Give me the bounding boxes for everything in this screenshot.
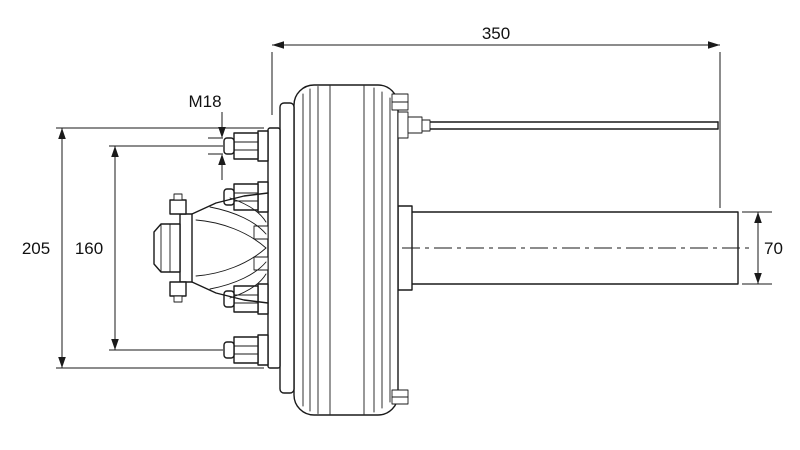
lug-nut-lower — [223, 283, 269, 315]
lug-nut-bottom — [223, 334, 269, 366]
dim-label-350: 350 — [482, 24, 510, 43]
hub-cap-ring — [179, 213, 193, 283]
hub-cap — [153, 223, 181, 273]
dimension-tube-size: 70 — [742, 211, 783, 285]
dim-label-m18: M18 — [188, 92, 221, 111]
dimension-bolt-circle: 160 — [75, 145, 223, 351]
dimension-flange-diameter: 205 — [22, 127, 264, 369]
axle-tube — [397, 205, 752, 291]
brake-rod — [429, 121, 719, 130]
rod-clevis — [397, 111, 409, 139]
hub-assembly — [153, 192, 269, 304]
dim-label-160: 160 — [75, 239, 103, 258]
backing-flange — [279, 102, 295, 394]
dim-label-70: 70 — [764, 239, 783, 258]
hub-bolt-top — [169, 199, 187, 215]
dimension-stud-thread: M18 — [188, 92, 226, 180]
hub-flange-disc — [253, 127, 281, 369]
brake-drum — [293, 84, 399, 416]
dimension-overall-length: 350 — [271, 24, 721, 208]
dim-label-205: 205 — [22, 239, 50, 258]
lug-nut-top — [223, 130, 269, 162]
hub-bolt-bottom — [169, 281, 187, 297]
drum-fittings — [391, 93, 431, 405]
lug-nut-upper — [223, 181, 269, 213]
